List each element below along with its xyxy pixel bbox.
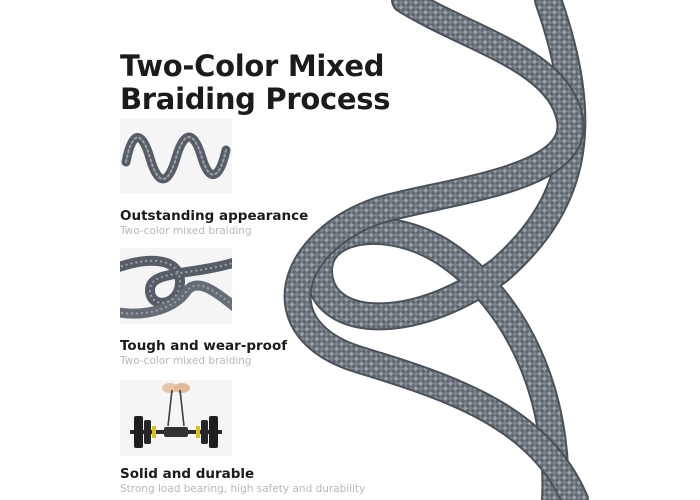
feature-subtitle-durable: Strong load bearing, high safety and dur… bbox=[120, 483, 366, 495]
headline-line-2: Braiding Process bbox=[120, 82, 391, 116]
feature-title-appearance: Outstanding appearance bbox=[120, 208, 309, 224]
dumbbell-load-icon bbox=[120, 380, 232, 456]
feature-subtitle-appearance: Two-color mixed braiding bbox=[120, 225, 252, 237]
braided-cable-image bbox=[283, 0, 589, 500]
headline-line-1: Two-Color Mixed bbox=[120, 49, 385, 83]
wavy-cable-icon bbox=[120, 118, 232, 194]
knotted-cable-icon bbox=[120, 248, 232, 324]
feature-subtitle-tough: Two-color mixed braiding bbox=[120, 355, 252, 367]
feature-title-tough: Tough and wear-proof bbox=[120, 338, 288, 354]
feature-title-durable: Solid and durable bbox=[120, 466, 255, 482]
headline: Two-Color Mixed Braiding Process bbox=[120, 50, 390, 116]
